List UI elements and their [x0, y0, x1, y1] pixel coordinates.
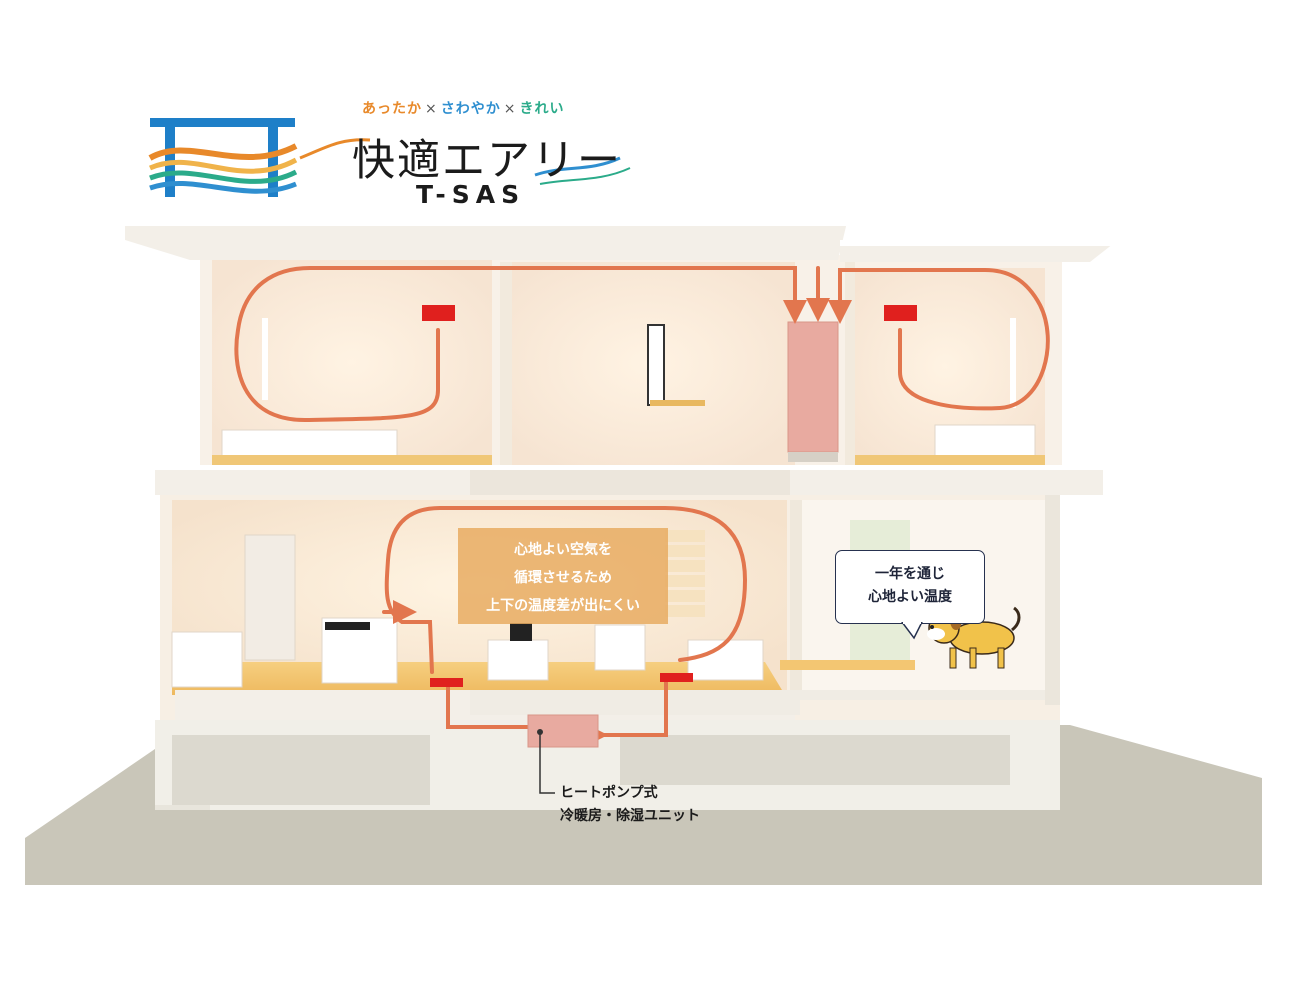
tagline-clean: きれい — [519, 101, 565, 117]
circulation-callout: 心地よい空気を 循環させるため 上下の温度差が出にくい — [458, 528, 668, 624]
upper-floor — [200, 255, 1062, 470]
temperature-speech-bubble: 一年を通じ 心地よい温度 — [835, 550, 985, 624]
speech-line: 一年を通じ — [875, 566, 945, 582]
callout-line: 循環させるため — [514, 570, 612, 586]
vertical-duct — [787, 321, 839, 462]
roof — [125, 218, 1118, 262]
brand-name: 快適エアリー — [352, 136, 622, 186]
supply-vents — [422, 305, 917, 687]
unit-label-line: 冷暖房・除湿ユニット — [560, 808, 700, 824]
brand-subtitle: T-SAS — [416, 180, 526, 209]
tagline-separator: × — [503, 101, 517, 117]
tagline-warm: あったか — [362, 101, 422, 117]
tagline-separator: × — [425, 101, 438, 117]
logo-mark — [148, 118, 631, 197]
unit-label-line: ヒートポンプ式 — [560, 785, 658, 801]
tagline-cool: さわやか — [440, 101, 501, 117]
speech-line: 心地よい温度 — [868, 589, 952, 605]
staircase — [665, 530, 705, 617]
foundation — [155, 720, 1060, 810]
callout-line: 心地よい空気を — [514, 542, 612, 558]
airflow-paths — [234, 266, 1050, 747]
speech-bubble-tail — [901, 622, 923, 640]
callout-line: 上下の温度差が出にくい — [486, 598, 640, 614]
heat-pump-unit-label: ヒートポンプ式 冷暖房・除湿ユニット — [560, 782, 700, 828]
logo-tagline: あったか×さわやか×きれい — [362, 98, 564, 118]
mid-floor-slab — [155, 465, 1103, 495]
heat-pump-unit — [527, 714, 599, 794]
